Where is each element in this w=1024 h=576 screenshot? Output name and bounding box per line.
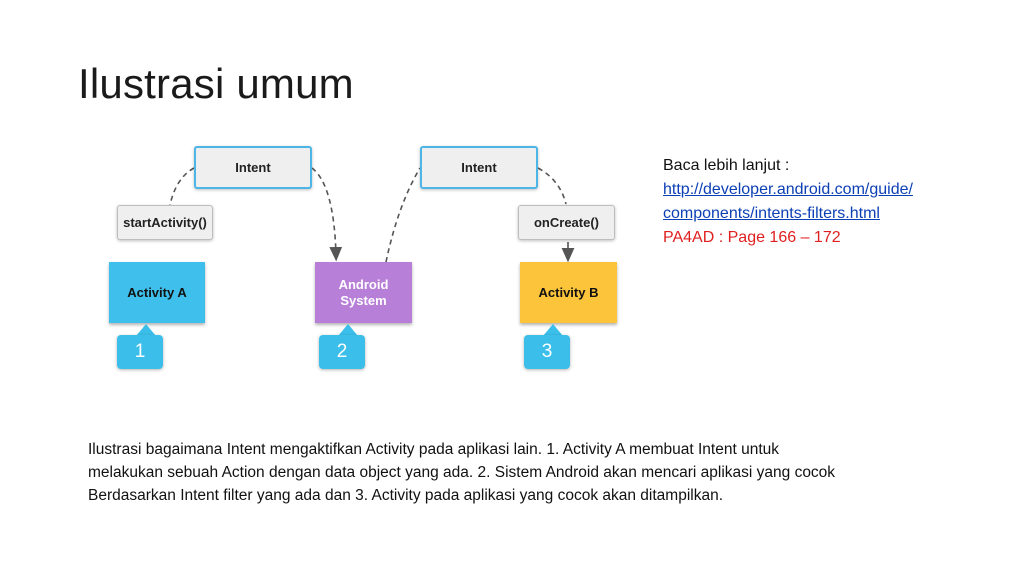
further-reading-heading: Baca lebih lanjut : [663, 157, 790, 174]
book-reference: PA4AD : Page 166 – 172 [663, 229, 841, 246]
step-3-badge: 3 [524, 335, 570, 369]
start-activity-box: startActivity() [117, 205, 213, 240]
step-2-tail [338, 324, 358, 336]
step-1-tail [136, 324, 156, 336]
caption-line-1: Ilustrasi bagaimana Intent mengaktifkan … [88, 441, 779, 458]
step-3-tail [543, 324, 563, 336]
further-reading: Baca lebih lanjut : http://developer.and… [663, 154, 913, 250]
docs-link-line2[interactable]: components/intents-filters.html [663, 205, 880, 222]
diagram-caption: Ilustrasi bagaimana Intent mengaktifkan … [88, 438, 948, 507]
activity-b-box: Activity B [520, 262, 617, 323]
connector-intent-to-startactivity [169, 167, 195, 206]
connector-intent-to-android [311, 167, 343, 262]
connector-android-to-intent [385, 167, 421, 263]
android-system-label-line2: System [340, 292, 387, 308]
connector-intent-to-oncreate [537, 167, 567, 205]
step-2-badge: 2 [319, 335, 365, 369]
android-system-label-line1: Android [338, 276, 389, 292]
activity-a-box: Activity A [109, 262, 205, 323]
slide-title: Ilustrasi umum [78, 60, 354, 107]
caption-line-2: melakukan sebuah Action dengan data obje… [88, 464, 836, 481]
intent-box-left: Intent [194, 146, 312, 189]
caption-line-3: Berdasarkan Intent filter yang ada dan 3… [88, 487, 724, 504]
step-1-badge: 1 [117, 335, 163, 369]
docs-link-line1[interactable]: http://developer.android.com/guide/ [663, 181, 913, 198]
intent-box-right: Intent [420, 146, 538, 189]
on-create-box: onCreate() [518, 205, 615, 240]
android-system-box: Android System [315, 262, 412, 323]
